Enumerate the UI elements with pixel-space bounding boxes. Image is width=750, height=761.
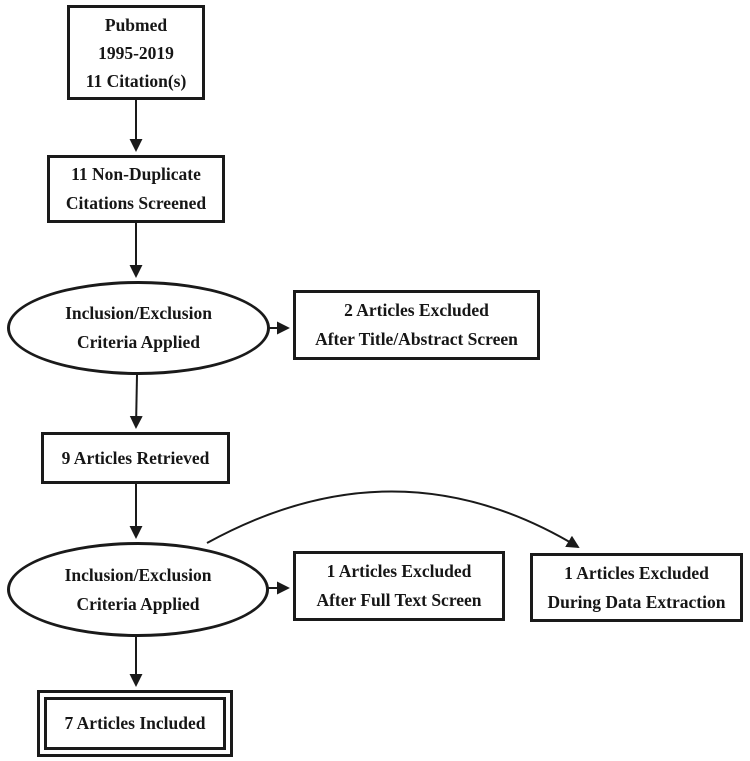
node-text-line: 11 Citation(s): [85, 70, 187, 91]
node-text-line: During Data Extraction: [547, 591, 726, 612]
node-text-line: Inclusion/Exclusion: [64, 564, 212, 585]
node-text-line: After Title/Abstract Screen: [315, 329, 518, 349]
arrow-criteria1-to-retrieved: [129, 374, 143, 429]
node-articles-included: 7 Articles Included: [37, 690, 233, 757]
node-text-line: 1 Articles Excluded: [326, 561, 472, 581]
node-text-line: Inclusion/Exclusion: [65, 303, 212, 323]
node-text-line: After Full Text Screen: [316, 590, 482, 610]
node-inclusion-exclusion-criteria-1: Inclusion/Exclusion Criteria Applied: [7, 281, 270, 375]
node-text-line: Criteria Applied: [76, 593, 200, 614]
node-text-line: Criteria Applied: [77, 332, 200, 352]
node-text-line: 1995-2019: [98, 42, 174, 63]
node-inclusion-exclusion-criteria-2: Inclusion/Exclusion Criteria Applied: [7, 542, 269, 637]
node-text-line: Pubmed: [104, 14, 168, 35]
node-source-database: Pubmed 1995-2019 11 Citation(s): [67, 5, 205, 100]
node-excluded-title-abstract: 2 Articles Excluded After Title/Abstract…: [293, 290, 540, 360]
node-excluded-full-text: 1 Articles Excluded After Full Text Scre…: [293, 551, 505, 621]
arrow-criteria2-to-excluded-data-extraction: [206, 490, 580, 549]
node-citations-screened: 11 Non-Duplicate Citations Screened: [47, 155, 225, 223]
node-text-line: 9 Articles Retrieved: [61, 447, 210, 468]
node-articles-retrieved: 9 Articles Retrieved: [41, 432, 230, 484]
node-text-line: 7 Articles Included: [64, 713, 206, 733]
node-text-line: 1 Articles Excluded: [564, 562, 709, 583]
node-text-line: 2 Articles Excluded: [344, 300, 489, 320]
node-text-line: 11 Non-Duplicate: [71, 164, 201, 184]
node-excluded-data-extraction: 1 Articles Excluded During Data Extracti…: [530, 553, 743, 622]
node-text-line: Citations Screened: [65, 193, 207, 213]
